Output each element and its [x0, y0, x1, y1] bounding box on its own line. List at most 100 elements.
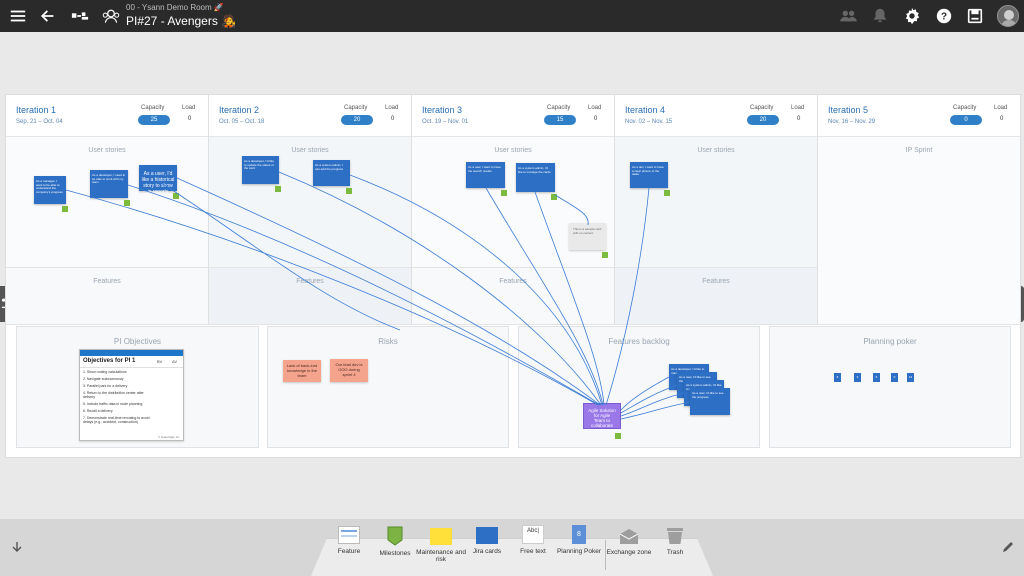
user-story-card[interactable]: As a dev, I want to have a clear picture… — [630, 162, 670, 196]
zone-title: User stories — [291, 147, 329, 154]
card-status-icon — [346, 188, 352, 194]
placeholder-card[interactable]: This is a sample card with no content — [569, 223, 608, 258]
objective-item: 2. Navigate autonomously — [83, 377, 124, 381]
risk-note[interactable]: Lack of back-end knowledge in the team — [283, 360, 321, 382]
features-zone[interactable]: Features — [209, 268, 411, 325]
ip-sprint-zone[interactable]: IP Sprint — [818, 137, 1020, 325]
user-story-card[interactable]: As a manager, I want to be able to under… — [34, 176, 68, 212]
backlog-card[interactable]: As a user, I'd like to see the progress — [690, 388, 730, 415]
features-zone[interactable]: Features — [6, 268, 208, 325]
capacity-value[interactable]: 20 — [747, 115, 779, 125]
user-story-card[interactable]: As a developer, I need to be able to wor… — [90, 170, 130, 206]
iteration-dates: Nov. 02 – Nov. 15 — [625, 119, 673, 125]
card-text: As a system admin, I'd like to manage th… — [518, 166, 551, 174]
planning-poker-panel[interactable]: Planning poker — [769, 326, 1011, 448]
zone-title: User stories — [697, 147, 735, 154]
tool-milestones[interactable]: Milestones — [370, 526, 420, 557]
iteration-column-5: Iteration 5 Nov. 16 – Nov. 29 Capacity L… — [818, 95, 1020, 325]
user-story-card[interactable]: As a user, I want to have the search res… — [466, 162, 507, 196]
tool-maintenance-risk[interactable]: Maintenance and risk — [416, 528, 466, 563]
save-icon[interactable] — [965, 6, 985, 26]
maintenance-risk-icon — [430, 528, 452, 545]
milestone-icon — [387, 526, 403, 546]
risks-panel[interactable]: Risks — [267, 326, 509, 448]
poker-card[interactable]: 5 — [873, 373, 880, 382]
capacity-value[interactable]: 25 — [138, 115, 170, 125]
notification-bell-icon[interactable] — [870, 6, 890, 26]
card-status-icon — [615, 433, 621, 439]
objective-item: 4. Return to the distribution center aft… — [83, 391, 144, 399]
zone-title: User stories — [494, 147, 532, 154]
objectives-col-bv: BV — [157, 359, 163, 364]
collapse-arrow-icon[interactable] — [10, 540, 24, 554]
tool-free-text[interactable]: Abc| Free text — [508, 525, 558, 555]
team-icon — [100, 6, 122, 26]
capacity-label: Capacity — [344, 105, 368, 111]
card-text: As a user, I want to have the search res… — [468, 165, 501, 173]
card-text: As a developer, I'd like to update the s… — [244, 159, 274, 170]
iteration-dates: Sep. 21 – Oct. 04 — [16, 119, 63, 125]
load-value: 0 — [594, 116, 598, 122]
poker-card[interactable]: 0 — [891, 373, 898, 382]
user-story-card[interactable]: As a system admin, I can add the progres… — [313, 160, 352, 194]
capacity-label: Capacity — [547, 105, 571, 111]
tool-planning-poker[interactable]: 8 Planning Poker — [554, 525, 604, 555]
objectives-header-bar — [80, 350, 183, 356]
iteration-name[interactable]: Iteration 5 — [828, 105, 869, 115]
user-story-card[interactable]: As a system admin, I'd like to manage th… — [516, 163, 557, 200]
panel-title: PI Objectives — [113, 337, 162, 346]
iteration-name[interactable]: Iteration 4 — [625, 105, 666, 115]
objectives-footer: © Scaled Agile, Inc. — [158, 436, 180, 439]
features-zone[interactable]: Features — [615, 268, 817, 325]
user-story-card[interactable]: As a developer, I'd like to update the s… — [242, 156, 281, 192]
participants-icon[interactable] — [838, 6, 858, 26]
load-label: Load — [385, 105, 399, 111]
gear-icon[interactable] — [902, 6, 922, 26]
menu-icon[interactable] — [8, 6, 28, 26]
capacity-value[interactable]: 15 — [544, 115, 576, 125]
tool-label: Milestones — [379, 550, 411, 557]
poker-card[interactable]: 8 — [834, 373, 841, 382]
iteration-name[interactable]: Iteration 3 — [422, 105, 463, 115]
pencil-icon[interactable] — [1001, 540, 1015, 554]
planning-poker-icon: 8 — [572, 525, 586, 544]
dock-separator — [605, 540, 606, 570]
card-text: As a manager, I want to be able to under… — [36, 179, 63, 194]
tool-label: Free text — [520, 548, 546, 555]
capacity-value[interactable]: 20 — [341, 115, 373, 125]
iteration-name[interactable]: Iteration 2 — [219, 105, 260, 115]
objectives-col-av: AV — [172, 359, 178, 364]
card-status-icon — [124, 200, 130, 206]
back-arrow-icon[interactable] — [38, 6, 58, 26]
tool-exchange-zone[interactable]: Exchange zone — [604, 528, 654, 556]
poker-card[interactable]: 3 — [854, 373, 861, 382]
load-value: 0 — [797, 116, 801, 122]
user-story-card[interactable]: As a user, I'd like a historical story t… — [139, 165, 179, 199]
tool-label: Feature — [337, 548, 361, 555]
iteration-header: Iteration 2 Oct. 05 – Oct. 18 Capacity L… — [209, 95, 411, 137]
risk-note[interactable]: Our lead dev is OOO during sprint 4 — [330, 359, 368, 382]
tool-feature[interactable]: Feature — [324, 526, 374, 555]
poker-card[interactable]: 13 — [907, 373, 914, 382]
board-view-icon[interactable] — [70, 6, 90, 26]
capacity-value[interactable]: 0 — [950, 115, 982, 125]
tool-jira-cards[interactable]: Jira cards — [462, 527, 512, 555]
objectives-sheet[interactable]: Objectives for PI 1 BV AV 1. Show routin… — [79, 349, 184, 441]
help-icon[interactable]: ? — [934, 6, 954, 26]
user-stories-zone[interactable]: User stories — [615, 137, 817, 268]
tool-label: Jira cards — [472, 548, 502, 555]
tool-label: Exchange zone — [606, 549, 652, 556]
card-text: As a user, I'd like to see the progress — [692, 391, 724, 399]
feature-card[interactable]: Agile Solution for Agile Team to collabo… — [583, 403, 621, 429]
iteration-column-3: Iteration 3 Oct. 19 – Nov. 01 Capacity L… — [412, 95, 615, 325]
load-value: 0 — [1000, 116, 1004, 122]
tool-trash[interactable]: Trash — [650, 526, 700, 556]
user-avatar[interactable] — [997, 5, 1019, 27]
panel-title: Planning poker — [863, 337, 917, 346]
features-zone[interactable]: Features — [412, 268, 614, 325]
card-text: As a developer, I need to be able to wor… — [92, 173, 126, 184]
user-stories-zone[interactable]: User stories — [209, 137, 411, 268]
jira-card-icon — [476, 527, 498, 544]
capacity-label: Capacity — [750, 105, 774, 111]
iteration-name[interactable]: Iteration 1 — [16, 105, 57, 115]
